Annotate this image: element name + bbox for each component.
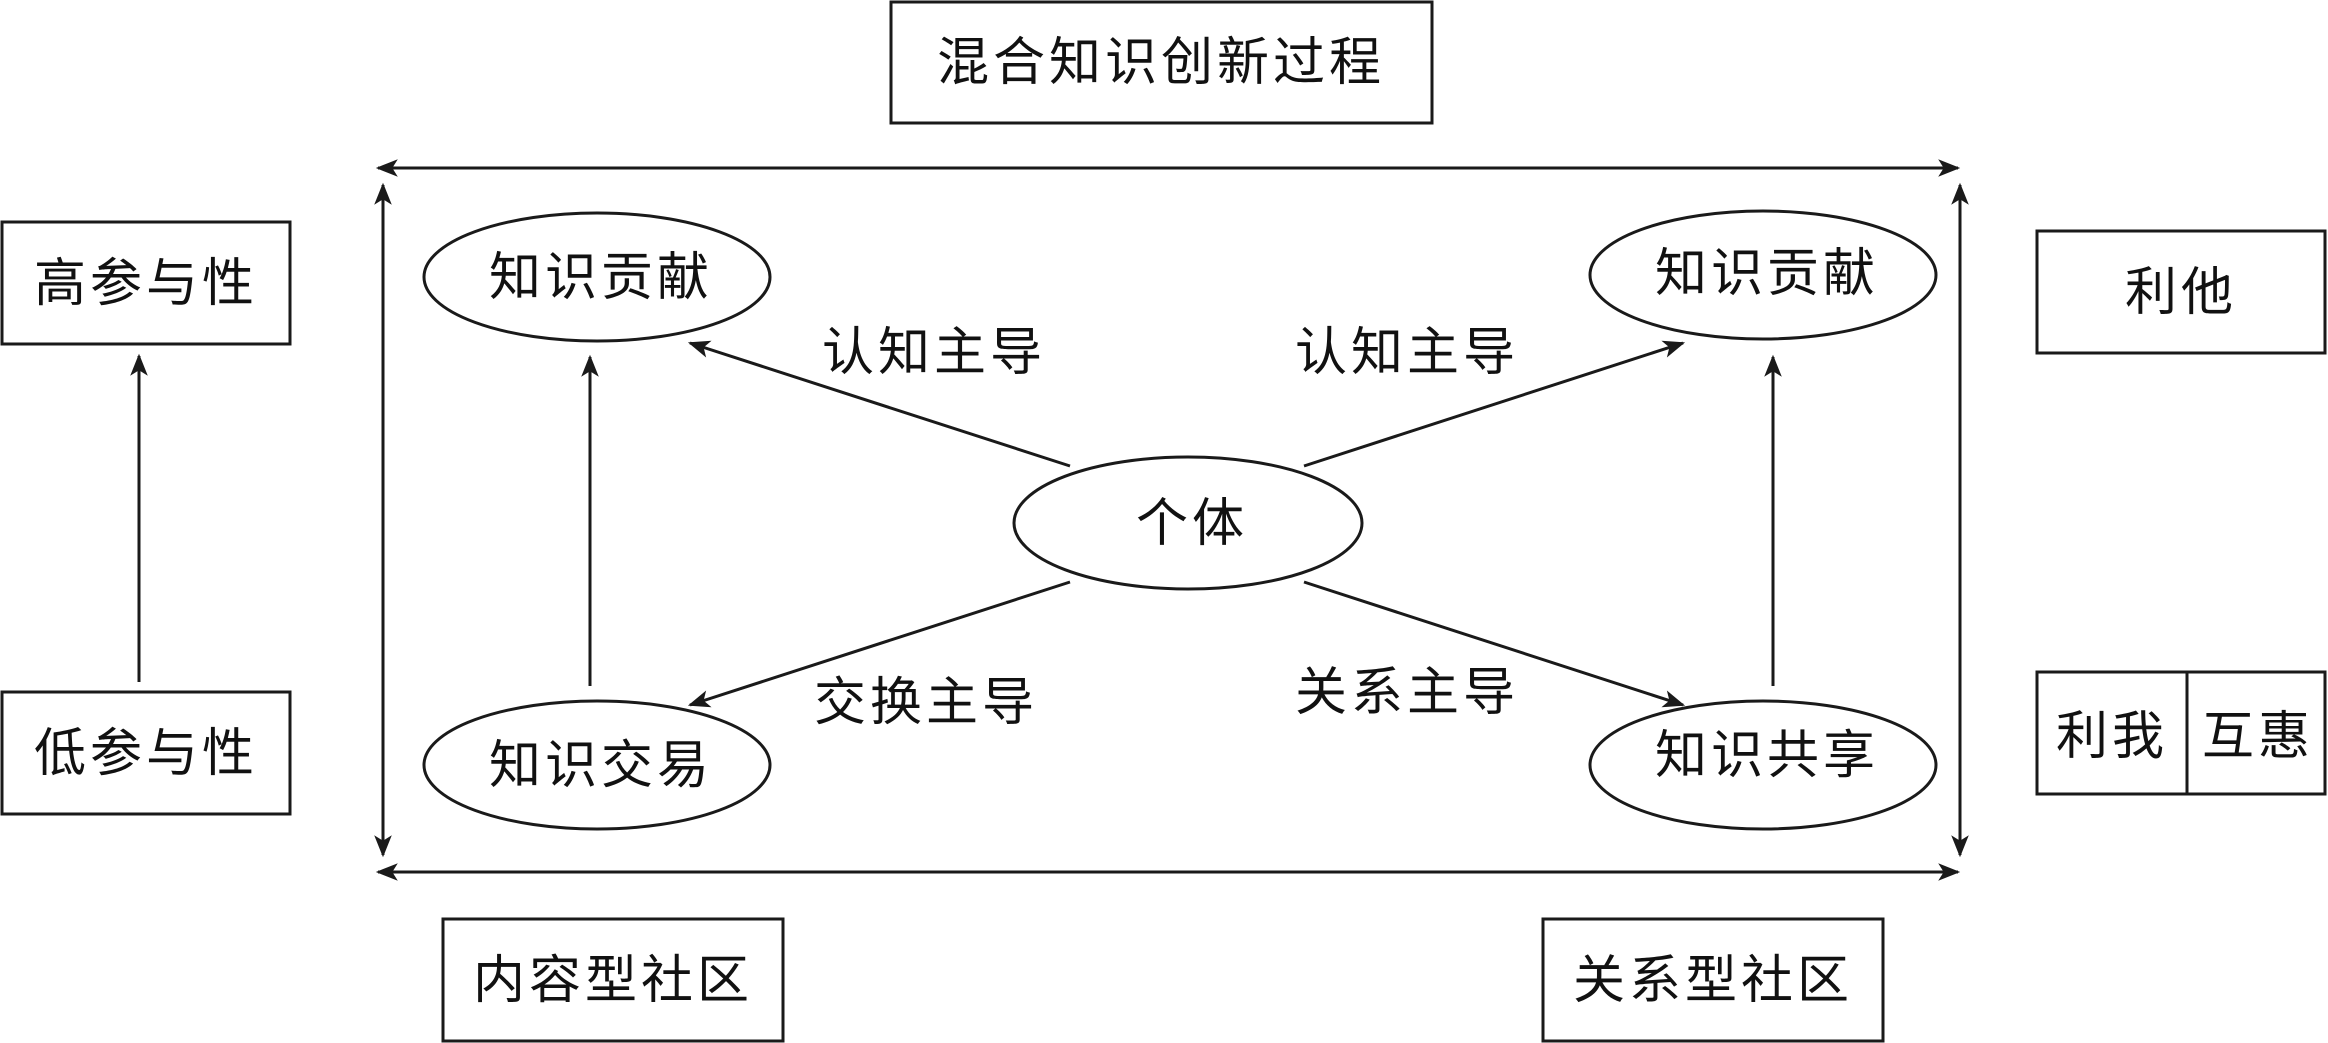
content-community-label: 内容型社区 (473, 951, 753, 1011)
title-text: 混合知识创新过程 (937, 33, 1385, 93)
low-participation-label: 低参与性 (34, 724, 258, 784)
arrow-center-to-top-right (1303, 340, 1686, 468)
node-knowledge-sharing (1588, 699, 1938, 831)
altruism-box (2035, 229, 2327, 355)
self-interest-label: 利我 (2056, 707, 2168, 767)
edge-label-top-right: 认知主导 (1295, 323, 1519, 383)
relationship-community-box (1541, 917, 1885, 1043)
high-participation-label: 高参与性 (34, 254, 258, 314)
arrow-center-to-bottom-right (1303, 580, 1686, 708)
edge-label-top-left: 认知主导 (822, 323, 1046, 383)
reciprocity-label: 互惠 (2202, 707, 2314, 767)
high-participation-box (0, 220, 292, 346)
content-community-box (441, 917, 785, 1043)
self-interest-reciprocity-box (2035, 670, 2327, 796)
node-individual (1012, 455, 1364, 591)
node-knowledge-trade (422, 699, 772, 831)
edge-label-bottom-left: 交换主导 (814, 673, 1038, 733)
node-knowledge-contribution-left (422, 211, 772, 343)
node-knowledge-sharing-label: 知识共享 (1655, 726, 1879, 786)
node-knowledge-contribution-right-label: 知识贡献 (1655, 244, 1879, 304)
arrow-center-to-top-left (687, 340, 1071, 468)
relationship-community-label: 关系型社区 (1573, 951, 1853, 1011)
low-participation-box (0, 690, 292, 816)
node-individual-label: 个体 (1136, 494, 1248, 554)
arrow-center-to-bottom-left (687, 580, 1071, 708)
altruism-label: 利他 (2125, 263, 2237, 323)
node-knowledge-contribution-right (1588, 209, 1938, 341)
edge-label-bottom-right: 关系主导 (1295, 663, 1519, 723)
node-knowledge-contribution-left-label: 知识贡献 (489, 248, 713, 308)
title-box (889, 0, 1434, 125)
node-knowledge-trade-label: 知识交易 (489, 736, 713, 796)
